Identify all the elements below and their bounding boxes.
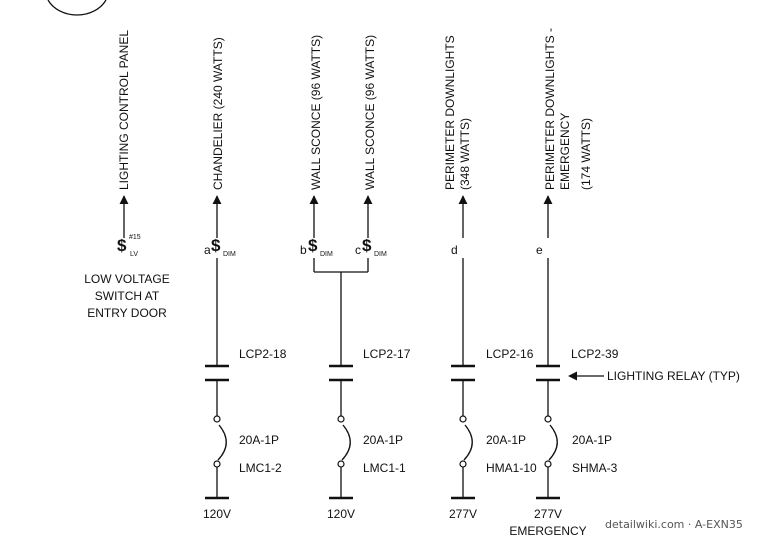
switch-a-letter: a: [204, 243, 211, 257]
breaker-2: [329, 415, 353, 500]
load-label-emergency-line3: (174 WATTS): [579, 118, 593, 190]
breaker-2-source: LMC1-1: [363, 461, 406, 475]
load-label-perimeter-line1: PERIMETER DOWNLIGHTS: [443, 35, 457, 190]
voltage-4-note: EMERGENCY: [509, 524, 586, 538]
breaker-3-rating: 20A-1P: [486, 433, 526, 447]
load-label-chandelier: CHANDELIER (240 WATTS): [211, 37, 225, 190]
load-label-sconce-b: WALL SCONCE (96 WATTS): [309, 35, 323, 190]
switch-c-symbol: $: [362, 236, 372, 255]
lv-note-line2: SWITCH AT: [95, 289, 160, 303]
voltage-3: 277V: [449, 507, 477, 521]
switch-b-symbol: $: [308, 236, 318, 255]
circuit-e-letter: e: [536, 243, 543, 257]
tag-circle: [47, 0, 107, 16]
relay-3: [451, 364, 475, 416]
switch-b-letter: b: [300, 243, 307, 257]
lv-note-line1: LOW VOLTAGE: [84, 272, 170, 286]
switch-c-dim: DIM: [374, 251, 387, 258]
voltage-2: 120V: [327, 507, 355, 521]
switch-a-dim: DIM: [223, 251, 236, 258]
relay-2: [329, 364, 353, 416]
watermark: detailwiki.com · A-EXN35: [605, 518, 743, 531]
load-label-sconce-c: WALL SCONCE (96 WATTS): [363, 35, 377, 190]
relay-4: [536, 364, 560, 416]
breaker-4-source: SHMA-3: [572, 461, 618, 475]
relay-3-label: LCP2-16: [486, 347, 534, 361]
load-label-lcp: LIGHTING CONTROL PANEL: [117, 30, 131, 190]
breaker-4: [536, 415, 560, 500]
breaker-1-rating: 20A-1P: [239, 433, 279, 447]
breaker-2-rating: 20A-1P: [363, 433, 403, 447]
breaker-4-rating: 20A-1P: [572, 433, 612, 447]
switch-c-letter: c: [355, 243, 361, 257]
breaker-3-source: HMA1-10: [486, 461, 537, 475]
voltage-1: 120V: [203, 507, 231, 521]
relay-4-label: LCP2-39: [571, 347, 619, 361]
switch-a-symbol: $: [211, 236, 221, 255]
relay-1-label: LCP2-18: [239, 347, 287, 361]
breaker-1-source: LMC1-2: [239, 461, 282, 475]
voltage-4: 277V: [534, 507, 562, 521]
relay-2-label: LCP2-17: [363, 347, 411, 361]
switch-lv-sub: LV: [130, 251, 138, 258]
switch-b-dim: DIM: [320, 251, 333, 258]
breaker-1: [205, 415, 229, 500]
switch-lv-sup: #15: [129, 234, 141, 241]
breaker-3: [451, 415, 475, 500]
load-label-emergency-line1: PERIMETER DOWNLIGHTS -: [543, 28, 557, 190]
relay-callout-label: LIGHTING RELAY (TYP): [607, 369, 740, 383]
lv-note-line3: ENTRY DOOR: [87, 306, 167, 320]
load-label-emergency-line2: EMERGENCY: [558, 113, 572, 190]
relay-1: [205, 364, 229, 416]
load-label-perimeter-line2: (348 WATTS): [458, 118, 472, 190]
switch-lv-symbol: $: [117, 236, 127, 255]
circuit-d-letter: d: [451, 243, 458, 257]
